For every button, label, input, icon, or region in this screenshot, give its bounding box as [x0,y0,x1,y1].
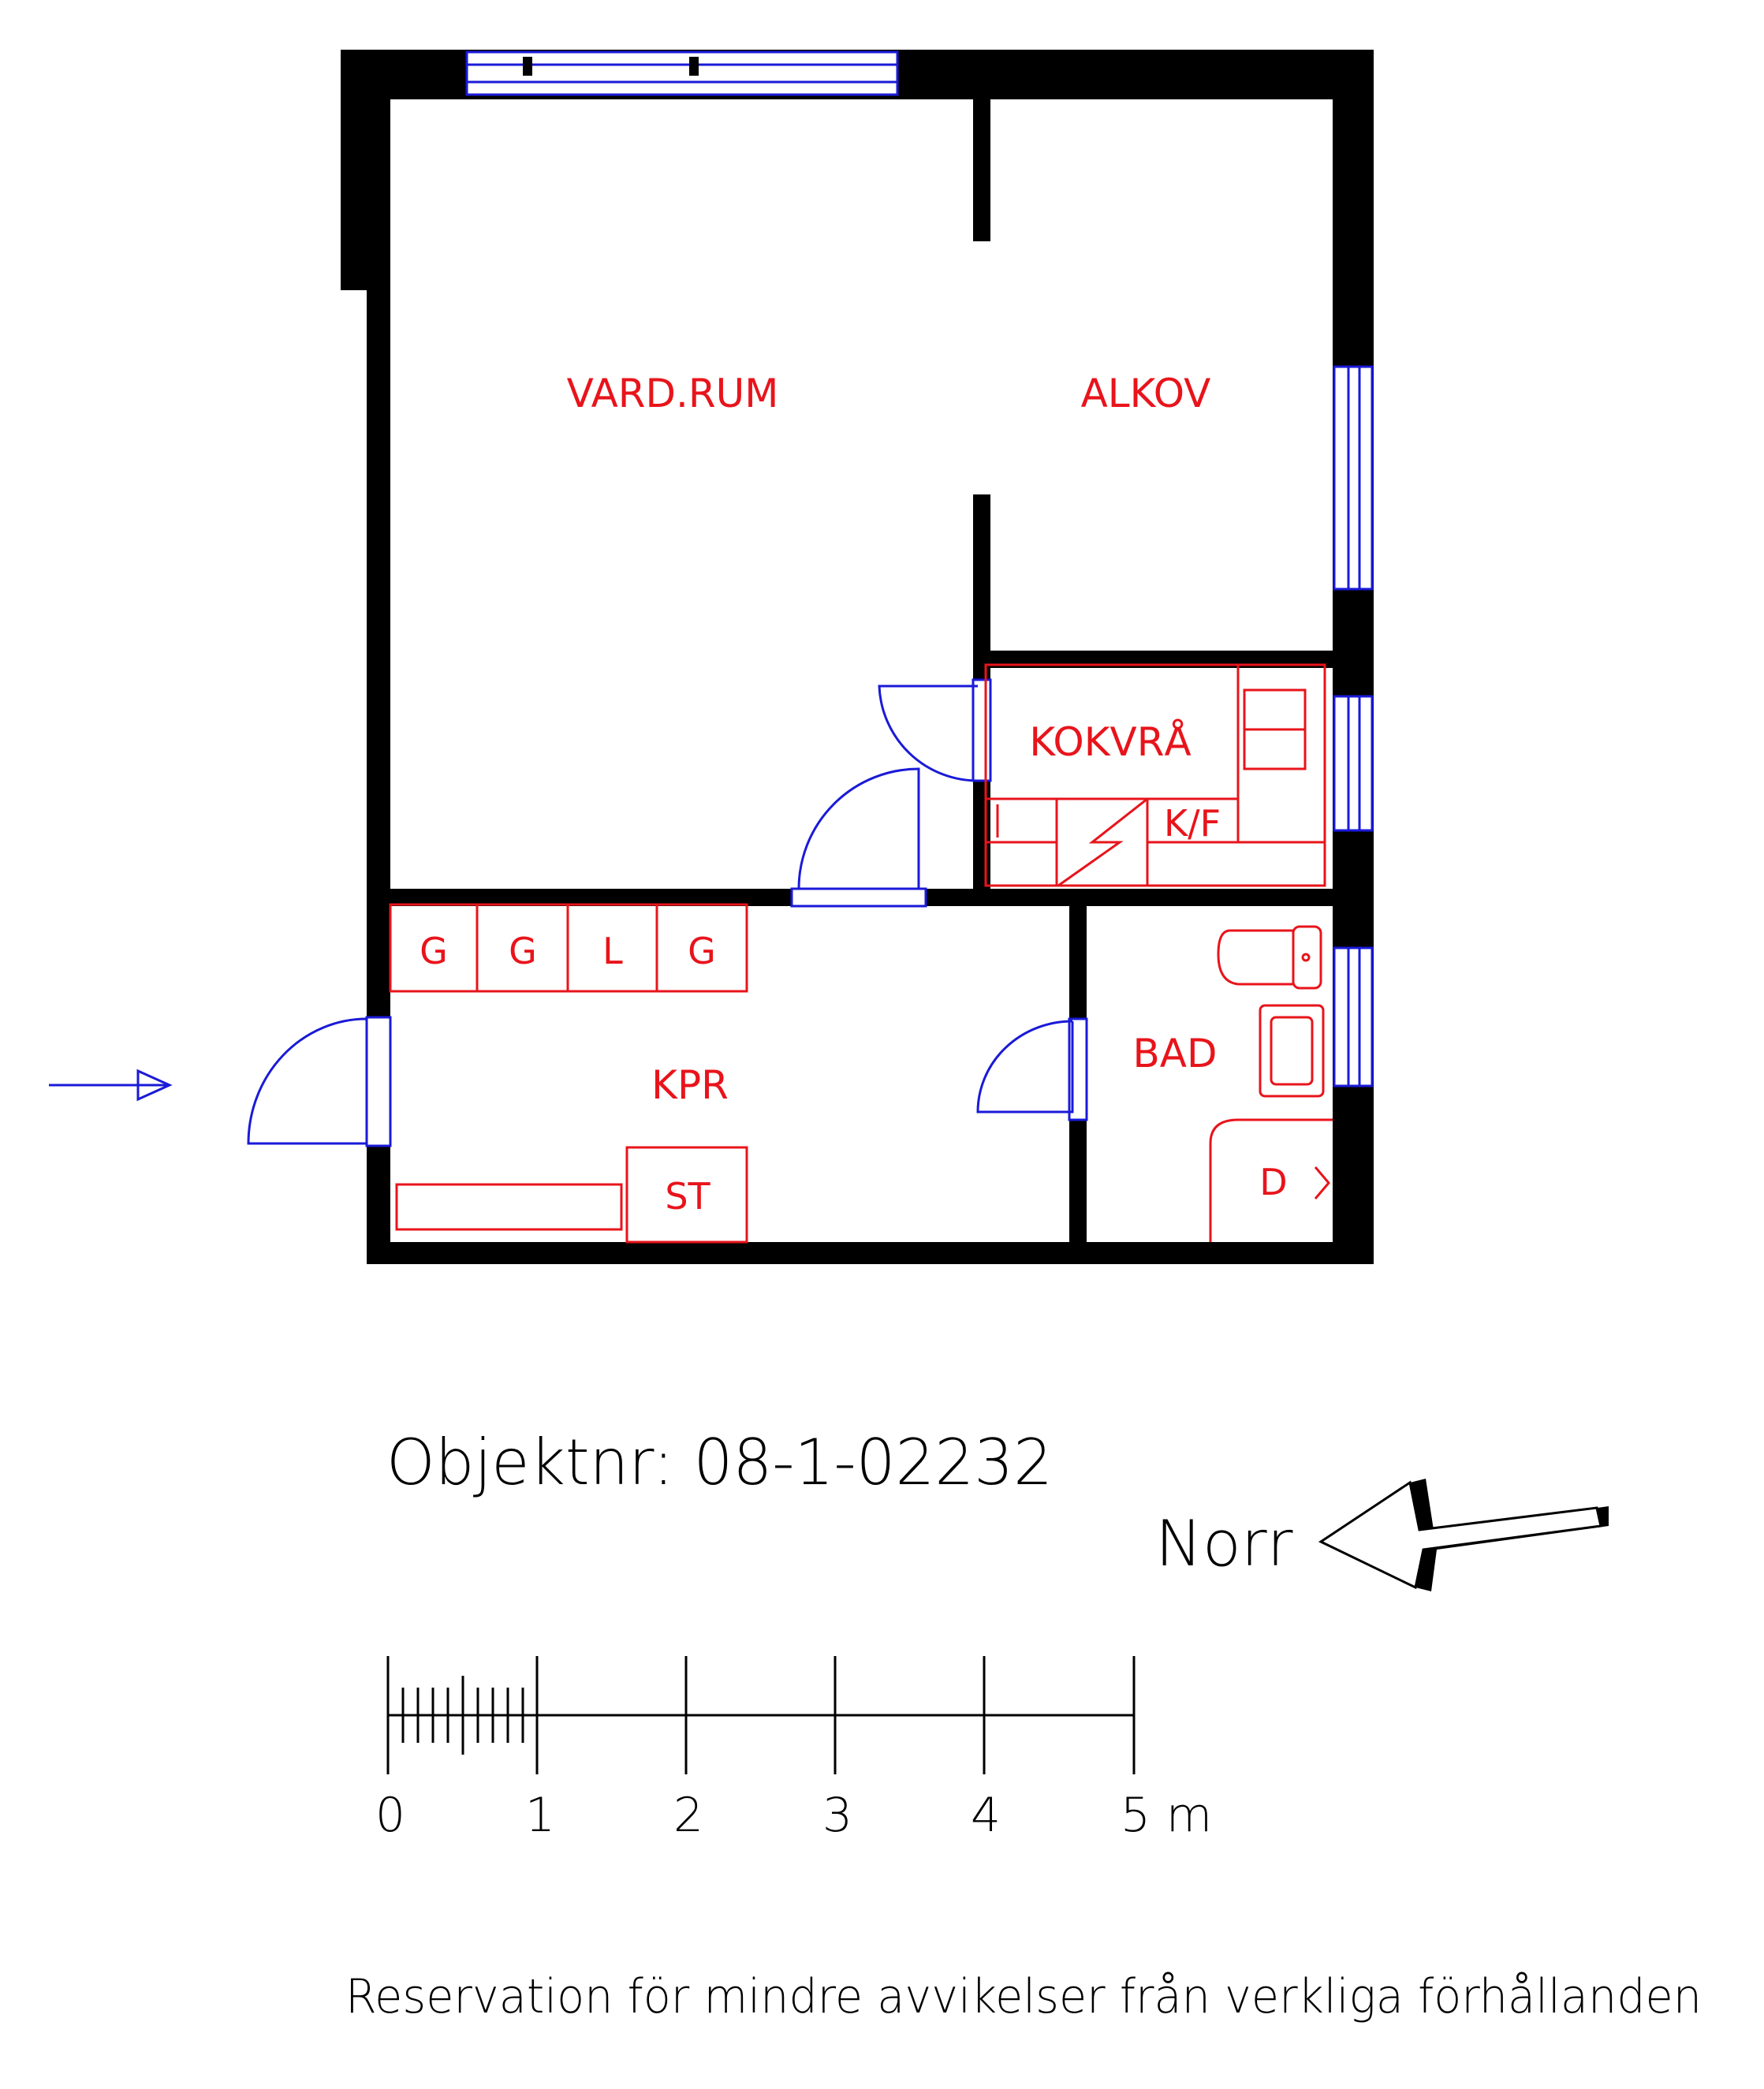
north-arrow-icon [1318,1479,1609,1591]
scale-tick-label: 2 [673,1788,703,1843]
electric-symbol-icon [1057,797,1148,887]
fixture-label-dryer: D [1259,1161,1287,1203]
wardrobe-label: G [688,930,716,972]
room-label-alcove: ALKOV [1081,371,1211,416]
scale-tick-label: 3 [822,1788,852,1843]
dryer-icon [1314,1166,1330,1199]
room-label-kitchenette: KOKVRÅ [1029,719,1191,765]
sink-icon [1259,1004,1325,1098]
window-top [465,50,899,96]
window-kitchenette [1333,695,1374,832]
fixture-label-storage: ST [665,1175,710,1218]
kitchenette-door-swing [878,685,979,782]
living-door-opening [790,887,927,908]
fixtures [389,663,1333,1244]
room-label-hall: KPR [651,1062,729,1108]
scale-unit: m [1166,1788,1212,1843]
toilet-icon [1217,929,1295,986]
room-label-bath: BAD [1132,1031,1217,1076]
scale-tick-label: 0 [375,1788,405,1843]
window-bath [1333,946,1374,1087]
object-number: Objektnr: 08-1-02232 [386,1426,1053,1499]
kitchenette-door-opening [972,678,992,782]
windows [465,50,1374,1087]
wardrobe-label: G [420,930,448,972]
shower-icon [1209,1118,1333,1242]
wardrobe-label: L [602,930,623,972]
disclaimer: Reservation för mindre avvikelser från v… [345,1969,1702,2024]
bath-door-swing [976,1020,1074,1114]
hall-shelf [395,1183,623,1231]
scale-bar [386,1656,1136,1774]
room-label-living: VARD.RUM [567,371,779,416]
fixture-label-fridge: K/F [1164,802,1221,845]
north-label: Norr [1155,1507,1293,1580]
wardrobe-label: G [509,930,537,972]
entrance-door-swing [247,1017,368,1145]
scale-tick-label: 1 [525,1788,555,1843]
scale-tick-label: 5 [1121,1788,1151,1843]
walls [341,50,1374,1264]
entry-arrow-icon [49,1069,173,1102]
window-alcove [1333,365,1374,591]
living-door-swing [797,767,920,890]
scale-tick-label: 4 [971,1788,1001,1843]
entrance-door-opening [365,1016,392,1147]
